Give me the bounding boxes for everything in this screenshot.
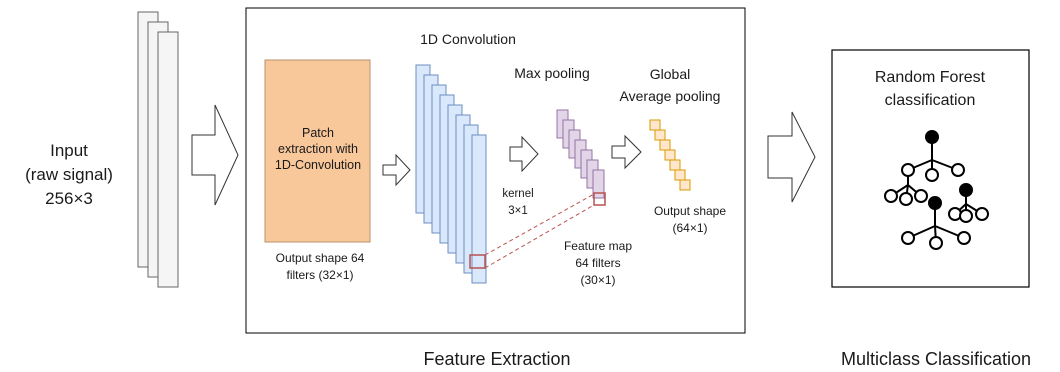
kernel-label-line1: kernel <box>502 188 533 200</box>
conv-kernel-highlight <box>469 254 486 269</box>
gap-cell <box>679 179 691 191</box>
feature-extraction-caption: Feature Extraction <box>423 349 570 369</box>
arrow-right-icon <box>382 153 411 187</box>
decision-tree-icon <box>884 130 989 250</box>
gap-cell <box>659 139 671 151</box>
patch-output-line2: filters (32×1) <box>286 268 353 282</box>
conv-title: 1D Convolution <box>420 31 516 47</box>
feature-map-line1: Feature map <box>564 239 632 253</box>
maxpool-layer <box>592 169 605 199</box>
feature-map-line2: 64 filters <box>575 256 620 270</box>
gap-output-line2: (64×1) <box>672 221 707 235</box>
patch-label-line1: Patch <box>302 126 334 140</box>
patch-extraction-block <box>264 59 371 243</box>
maxpool-title: Max pooling <box>514 65 590 81</box>
gap-cell <box>649 119 661 131</box>
gap-cell <box>654 129 666 141</box>
input-label: Input (raw signal) 256×3 <box>25 141 113 208</box>
gap-vector-stack <box>649 119 691 191</box>
arrow-right-icon <box>509 135 539 173</box>
arrow-right-icon <box>191 104 239 206</box>
gap-output-line1: Output shape <box>654 204 726 218</box>
maxpool-stack <box>556 109 605 199</box>
input-signal-stack-icon <box>137 11 179 288</box>
input-label-line2: (raw signal) <box>25 165 113 184</box>
rf-title-line2: classification <box>885 92 976 109</box>
gap-cell <box>664 149 676 161</box>
feature-map-line3: (30×1) <box>580 273 615 287</box>
gap-cell <box>669 159 681 171</box>
pool-kernel-highlight <box>593 192 606 206</box>
gap-cell <box>674 169 686 181</box>
arrow-right-icon <box>611 134 642 170</box>
gap-title-line1: Global <box>650 66 690 82</box>
input-label-line3: 256×3 <box>45 189 93 208</box>
input-label-line1: Input <box>50 141 88 160</box>
rf-title-line1: Random Forest <box>875 69 986 86</box>
kernel-label-line2: 3×1 <box>508 205 528 217</box>
patch-output-line1: Output shape 64 <box>276 251 365 265</box>
classification-caption: Multiclass Classification <box>841 349 1031 369</box>
conv-filter-stack <box>415 64 487 284</box>
gap-title-line2: Average pooling <box>620 88 721 104</box>
patch-label-line2: extraction with <box>278 142 358 156</box>
conv-filter-layer <box>471 134 487 284</box>
arrow-right-icon <box>767 111 816 203</box>
patch-label-line3: 1D-Convolution <box>275 158 361 172</box>
